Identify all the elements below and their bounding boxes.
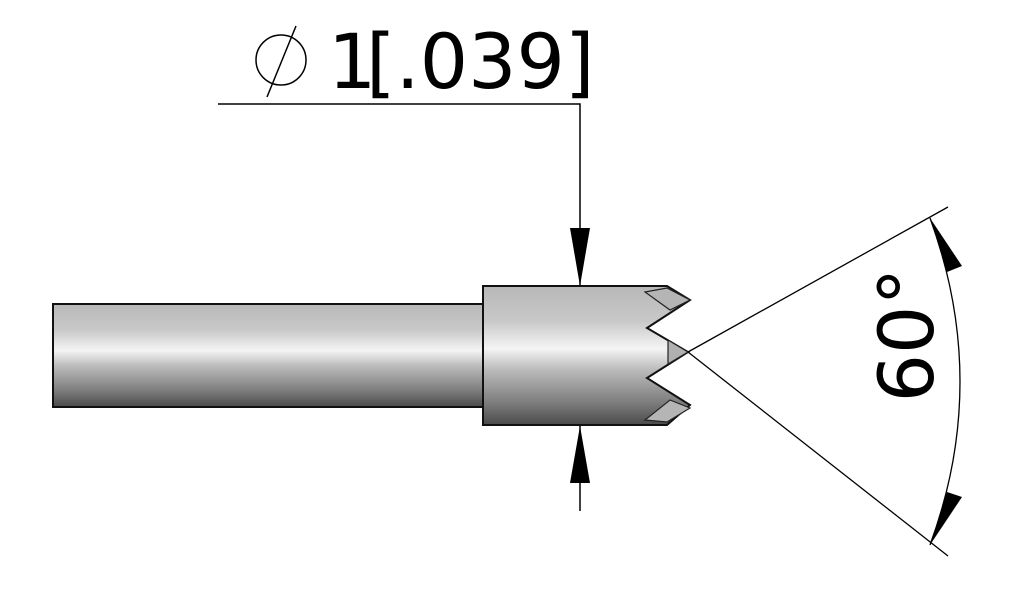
diameter-alt-value: [.039] bbox=[366, 17, 595, 106]
angle-dimension: 60° bbox=[687, 206, 962, 557]
arrow-down-icon bbox=[570, 228, 590, 286]
cutter-head bbox=[482, 285, 692, 426]
diameter-dimension: 1 [.039] bbox=[218, 17, 595, 511]
arrow-angle-top-icon bbox=[930, 218, 962, 272]
diameter-value: 1 bbox=[328, 17, 376, 106]
diameter-symbol-icon bbox=[255, 25, 307, 98]
arrow-angle-bottom-icon bbox=[930, 492, 962, 545]
angle-value: 60° bbox=[862, 268, 951, 403]
arrow-up-icon bbox=[570, 426, 590, 483]
tool-shaft bbox=[52, 303, 486, 408]
